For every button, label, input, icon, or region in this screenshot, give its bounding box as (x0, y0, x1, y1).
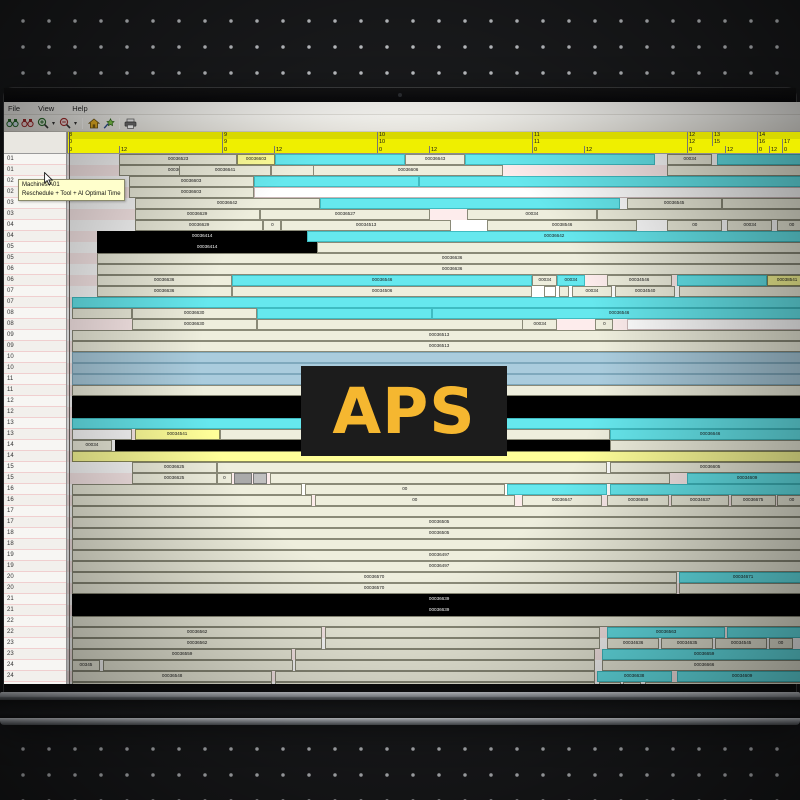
tooltip-line-2: Reschedule + Tool + AI Optimal Time (22, 190, 121, 197)
day-tick-2: 10 (377, 139, 386, 146)
row-header-item[interactable]: 20 (4, 583, 66, 594)
row-header-corner (4, 132, 66, 154)
row-header-item[interactable]: 09 (4, 330, 66, 341)
row-header-item[interactable]: 19 (4, 561, 66, 572)
row-header-item[interactable]: 23 (4, 638, 66, 649)
row-header-item[interactable]: 11 (4, 374, 66, 385)
row-header-item[interactable]: 10 (4, 363, 66, 374)
day-tick-5: 15 (712, 139, 721, 146)
day-tick-4: 12 (687, 139, 696, 146)
hour-tick-6: 0 (532, 146, 538, 153)
hour-tick-0: 0 (67, 146, 73, 153)
day-tick-6: 16 (757, 139, 766, 146)
row-header-item[interactable]: 12 (4, 407, 66, 418)
hour-tick-12: 0 (782, 146, 788, 153)
week-tick-0: 8 (67, 132, 73, 139)
week-tick-3: 11 (532, 132, 540, 139)
week-tick-6: 14 (757, 132, 766, 139)
row-header-item[interactable]: 01 (4, 154, 66, 165)
day-tick-1: 9 (222, 139, 228, 146)
week-tick-5: 13 (712, 132, 721, 139)
row-header-item[interactable]: 21 (4, 605, 66, 616)
row-header-item[interactable]: 07 (4, 286, 66, 297)
row-header-item[interactable]: 06 (4, 275, 66, 286)
timescale-hour-row: 0 12 0 12 0 12 0 12 0 12 0 12 0 (67, 146, 800, 153)
hour-tick-1: 12 (119, 146, 128, 153)
row-header-item[interactable]: 23 (4, 649, 66, 660)
row-header-item[interactable]: 24 (4, 671, 66, 682)
hour-tick-3: 12 (274, 146, 283, 153)
row-header-item[interactable]: 04 (4, 231, 66, 242)
row-header-item[interactable]: 14 (4, 440, 66, 451)
row-header-item[interactable]: 25 (4, 682, 66, 684)
row-header-item[interactable]: 19 (4, 550, 66, 561)
row-header-item[interactable]: 05 (4, 242, 66, 253)
hour-tick-9: 12 (725, 146, 734, 153)
tooltip: Machines A01 Reschedule + Tool + AI Opti… (18, 179, 125, 201)
row-header-item[interactable]: 12 (4, 396, 66, 407)
row-header-item[interactable]: 16 (4, 484, 66, 495)
row-header-item[interactable]: 05 (4, 253, 66, 264)
hour-tick-4: 0 (377, 146, 383, 153)
row-header-item[interactable]: 16 (4, 495, 66, 506)
week-tick-1: 9 (222, 132, 228, 139)
row-header-item[interactable]: 04 (4, 220, 66, 231)
row-header-item[interactable]: 14 (4, 451, 66, 462)
row-header-item[interactable]: 17 (4, 517, 66, 528)
row-header-item[interactable]: 20 (4, 572, 66, 583)
row-header-item[interactable]: 15 (4, 462, 66, 473)
row-header-item[interactable]: 18 (4, 539, 66, 550)
row-header-item[interactable]: 17 (4, 506, 66, 517)
row-header-item[interactable]: 07 (4, 297, 66, 308)
row-header-item[interactable]: 01 (4, 165, 66, 176)
row-header-item[interactable]: 08 (4, 308, 66, 319)
day-tick-0: 0 (67, 139, 73, 146)
hour-tick-10: 0 (757, 146, 763, 153)
row-header-item[interactable]: 09 (4, 341, 66, 352)
row-header-item[interactable]: 03 (4, 198, 66, 209)
hour-tick-5: 12 (429, 146, 438, 153)
timescale-week-row: 8 9 10 11 12 13 14 (67, 132, 800, 139)
row-header-item[interactable]: 03 (4, 209, 66, 220)
tooltip-line-1: Machines A01 (22, 182, 60, 188)
row-header-item[interactable]: 06 (4, 264, 66, 275)
row-header-item[interactable]: 22 (4, 627, 66, 638)
row-header-item[interactable]: 13 (4, 429, 66, 440)
week-tick-2: 10 (377, 132, 386, 139)
mouse-cursor-icon (44, 171, 54, 191)
hour-tick-2: 0 (222, 146, 228, 153)
hour-tick-8: 0 (687, 146, 693, 153)
week-tick-4: 12 (687, 132, 696, 139)
row-header-item[interactable]: 08 (4, 319, 66, 330)
hour-tick-7: 12 (584, 146, 593, 153)
row-header-item[interactable]: 15 (4, 473, 66, 484)
row-header-item[interactable]: 11 (4, 385, 66, 396)
current-time-marker (69, 132, 70, 684)
hour-tick-11: 12 (769, 146, 778, 153)
row-header-item[interactable]: 18 (4, 528, 66, 539)
aps-logo-text: APS (332, 374, 476, 448)
timescale-day-row: 0 9 10 11 12 15 16 17 (67, 139, 800, 146)
row-header-item[interactable]: 24 (4, 660, 66, 671)
row-header-item[interactable]: 13 (4, 418, 66, 429)
row-header-item[interactable]: 21 (4, 594, 66, 605)
day-tick-7: 17 (782, 139, 791, 146)
day-tick-3: 11 (532, 139, 540, 146)
row-header-item[interactable]: 10 (4, 352, 66, 363)
aps-logo-overlay: APS (301, 366, 507, 456)
row-header-item[interactable]: 22 (4, 616, 66, 627)
